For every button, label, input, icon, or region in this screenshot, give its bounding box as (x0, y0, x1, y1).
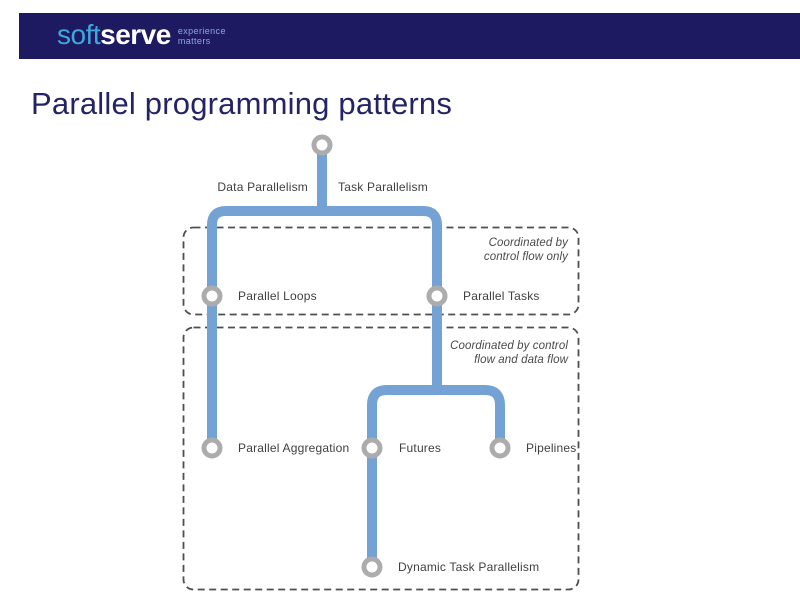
node-parallel-tasks-circle (426, 285, 448, 307)
logo-tagline: experience matters (178, 26, 226, 46)
group-caption-line: control flow only (483, 251, 568, 263)
group-caption-line: flow and data flow (474, 354, 568, 366)
connector-main-split (207, 206, 442, 444)
node-pipelines-circle (489, 437, 511, 459)
group-caption-control-flow-only: Coordinated by control flow only (400, 236, 568, 264)
group-caption-line: Coordinated by (488, 237, 568, 249)
group-box-control-flow-only (182, 226, 580, 316)
node-label-dynamic-task-parallelism: Dynamic Task Parallelism (398, 560, 540, 574)
logo-serve-text: serve (100, 19, 171, 50)
node-label-parallel-aggregation: Parallel Aggregation (238, 441, 350, 455)
connector-task-split (367, 385, 505, 563)
group-caption-line: Coordinated by control (450, 340, 568, 352)
node-label-parallel-loops: Parallel Loops (238, 289, 317, 303)
node-dynamic-task-parallelism-circle (361, 556, 383, 578)
tagline-line2: matters (177, 36, 211, 46)
branch-label-data-parallelism: Data Parallelism (217, 180, 308, 194)
node-root-circle (311, 134, 333, 156)
node-parallel-loops-circle (201, 285, 223, 307)
node-label-pipelines: Pipelines (526, 441, 577, 455)
node-label-futures: Futures (399, 441, 442, 455)
node-label-parallel-tasks: Parallel Tasks (463, 289, 540, 303)
softserve-logo: soft serve experience matters (57, 20, 226, 50)
logo-soft-text: soft (57, 19, 101, 50)
page-title: Parallel programming patterns (31, 86, 453, 121)
node-parallel-aggregation-circle (201, 437, 223, 459)
group-caption-control-flow-and-data-flow: Coordinated by control flow and data flo… (400, 339, 568, 367)
header-bar: soft serve experience matters (19, 13, 800, 59)
tagline-line1: experience (177, 26, 226, 36)
group-box-control-flow-and-data-flow (182, 326, 580, 591)
node-futures-circle (361, 437, 383, 459)
branch-label-task-parallelism: Task Parallelism (338, 180, 428, 194)
